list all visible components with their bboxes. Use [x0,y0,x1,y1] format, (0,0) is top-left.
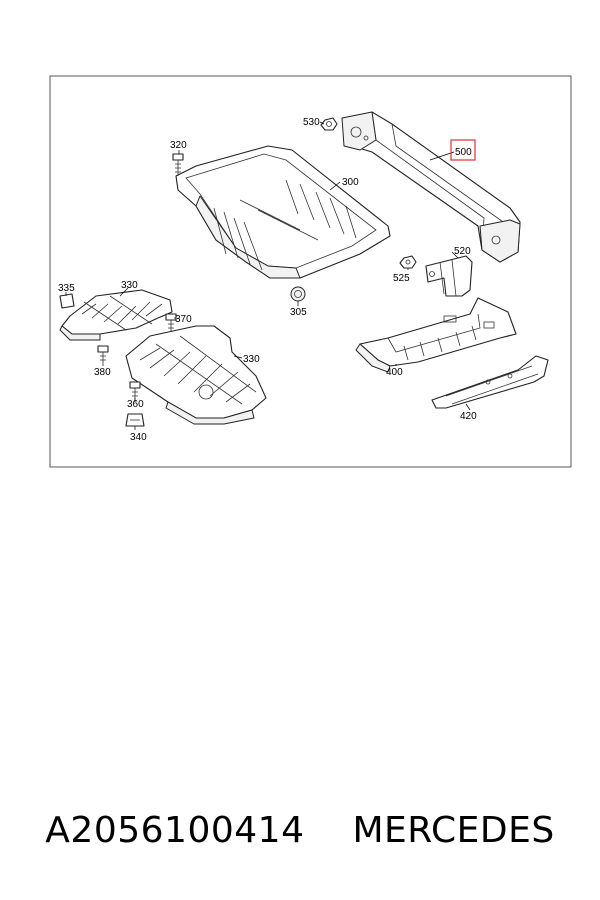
part-420-rail [431,355,549,409]
callout-525: 525 [393,273,410,284]
callout-500: 500 [455,147,472,158]
callout-360: 360 [127,399,144,410]
part-380-bolt [97,345,109,364]
callout-320: 320 [170,140,187,151]
part-320-bolt [172,153,184,176]
callout-530: 530 [303,117,320,128]
part-caption: A2056100414 MERCEDES [0,800,600,860]
callout-370: 370 [175,314,192,325]
part-400-floor-panel [355,297,517,373]
part-520-bracket [425,255,473,297]
leader-lines [65,121,471,430]
part-340-clip [125,413,145,427]
part-530-nut [320,117,338,131]
part-360-bolt [129,381,141,402]
part-525-nut [399,255,417,269]
part-370-screw [165,313,177,334]
part-335-clip [59,293,75,309]
part-number: A2056100414 [45,809,305,851]
part-305-grommet [290,286,306,302]
brand-name: MERCEDES [352,809,555,851]
callout-305: 305 [290,307,307,318]
callout-400: 400 [386,367,403,378]
callout-330-small: 330 [121,280,138,291]
part-300-wheel-well [175,145,391,279]
highlight-box-500 [450,139,476,161]
callout-380: 380 [94,367,111,378]
callout-300: 300 [342,177,359,188]
callout-335: 335 [58,283,75,294]
part-330-cover-large [125,325,267,425]
callout-520: 520 [454,246,471,257]
callout-330-large: 330 [243,354,260,365]
callout-420: 420 [460,411,477,422]
part-500-cross-member [341,111,521,263]
callout-340: 340 [130,432,147,443]
part-330-cover-small [59,289,173,341]
